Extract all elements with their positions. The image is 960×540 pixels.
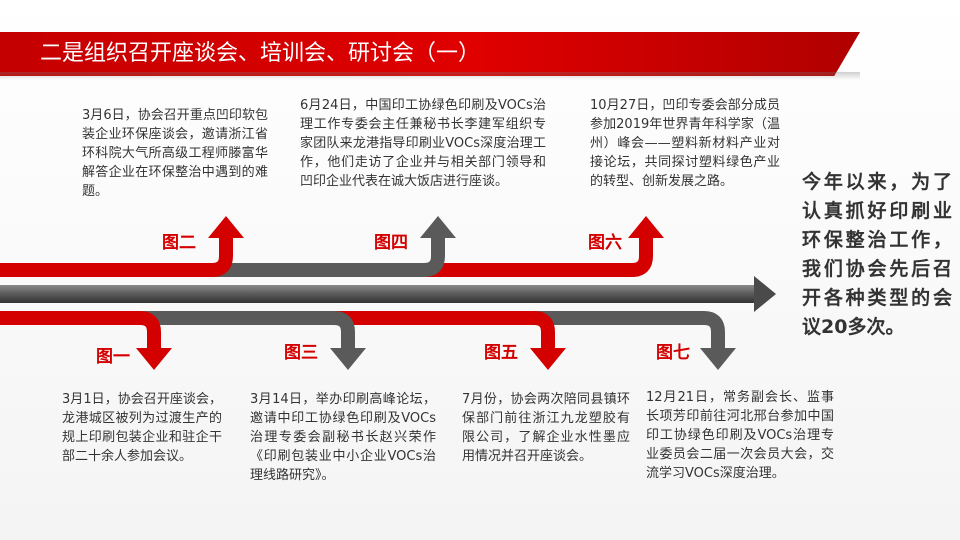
label-fig6: 图六	[588, 233, 622, 253]
branch-up-4	[0, 236, 445, 277]
page-title: 二是组织召开座谈会、培训会、研讨会（一）	[40, 41, 481, 66]
event-box-7: 12月21日，常务副会长、监事长项芳印前往河北邢台参加中国印工协绿色印刷及VOC…	[646, 390, 834, 481]
main-arrow-shaft	[0, 285, 756, 303]
arrow-up-2	[208, 216, 244, 238]
branch-down-7	[0, 311, 725, 350]
label-fig7: 图七	[656, 343, 690, 363]
arrow-down-3	[330, 348, 366, 370]
branch-down-1	[0, 311, 161, 350]
event-box-2: 3月6日，协会召开重点凹印软包装企业环保座谈会，邀请浙江省环科院大气所高级工程师…	[82, 108, 268, 199]
branch-up-6	[0, 236, 653, 277]
arrow-down-1	[136, 348, 172, 370]
arrow-down-5	[530, 348, 566, 370]
event-box-5: 7月份，协会两次陪同县镇环保部门前往浙江九龙塑胶有限公司，了解企业水性墨应用情况…	[462, 392, 630, 464]
label-fig5: 图五	[484, 343, 518, 363]
title-bar: 二是组织召开座谈会、培训会、研讨会（一）	[0, 32, 860, 76]
event-box-6: 10月27日，凹印专委会部分成员参加2019年世界青年科学家（温州）峰会——塑料…	[590, 98, 780, 189]
branch-up-2	[0, 236, 233, 277]
arrow-down-7	[700, 348, 736, 370]
arrow-up-4	[420, 216, 456, 238]
event-box-1: 3月1日，协会召开座谈会，龙港城区被列为过渡生产的规上印刷包装企业和驻企干部二十…	[62, 392, 222, 464]
arrow-up-6	[628, 216, 664, 238]
label-fig2: 图二	[162, 233, 196, 253]
event-box-3: 3月14日，举办印刷高峰论坛，邀请中印工协绿色印刷及VOCs治理专委会副秘书长赵…	[250, 392, 436, 483]
main-arrow-head	[754, 276, 776, 312]
label-fig4: 图四	[374, 233, 408, 253]
label-fig1: 图一	[96, 347, 130, 367]
branch-down-3	[0, 311, 355, 350]
event-box-4: 6月24日，中国印工协绿色印刷及VOCs治理工作专委会主任兼秘书长李建军组织专家…	[300, 98, 546, 189]
summary-text: 今年以来，为了认真抓好印刷业环保整治工作，我们协会先后召开各种类型的会议20多次…	[802, 171, 952, 338]
title-shadow	[0, 72, 860, 80]
branch-down-5	[0, 311, 555, 350]
label-fig3: 图三	[284, 343, 318, 363]
